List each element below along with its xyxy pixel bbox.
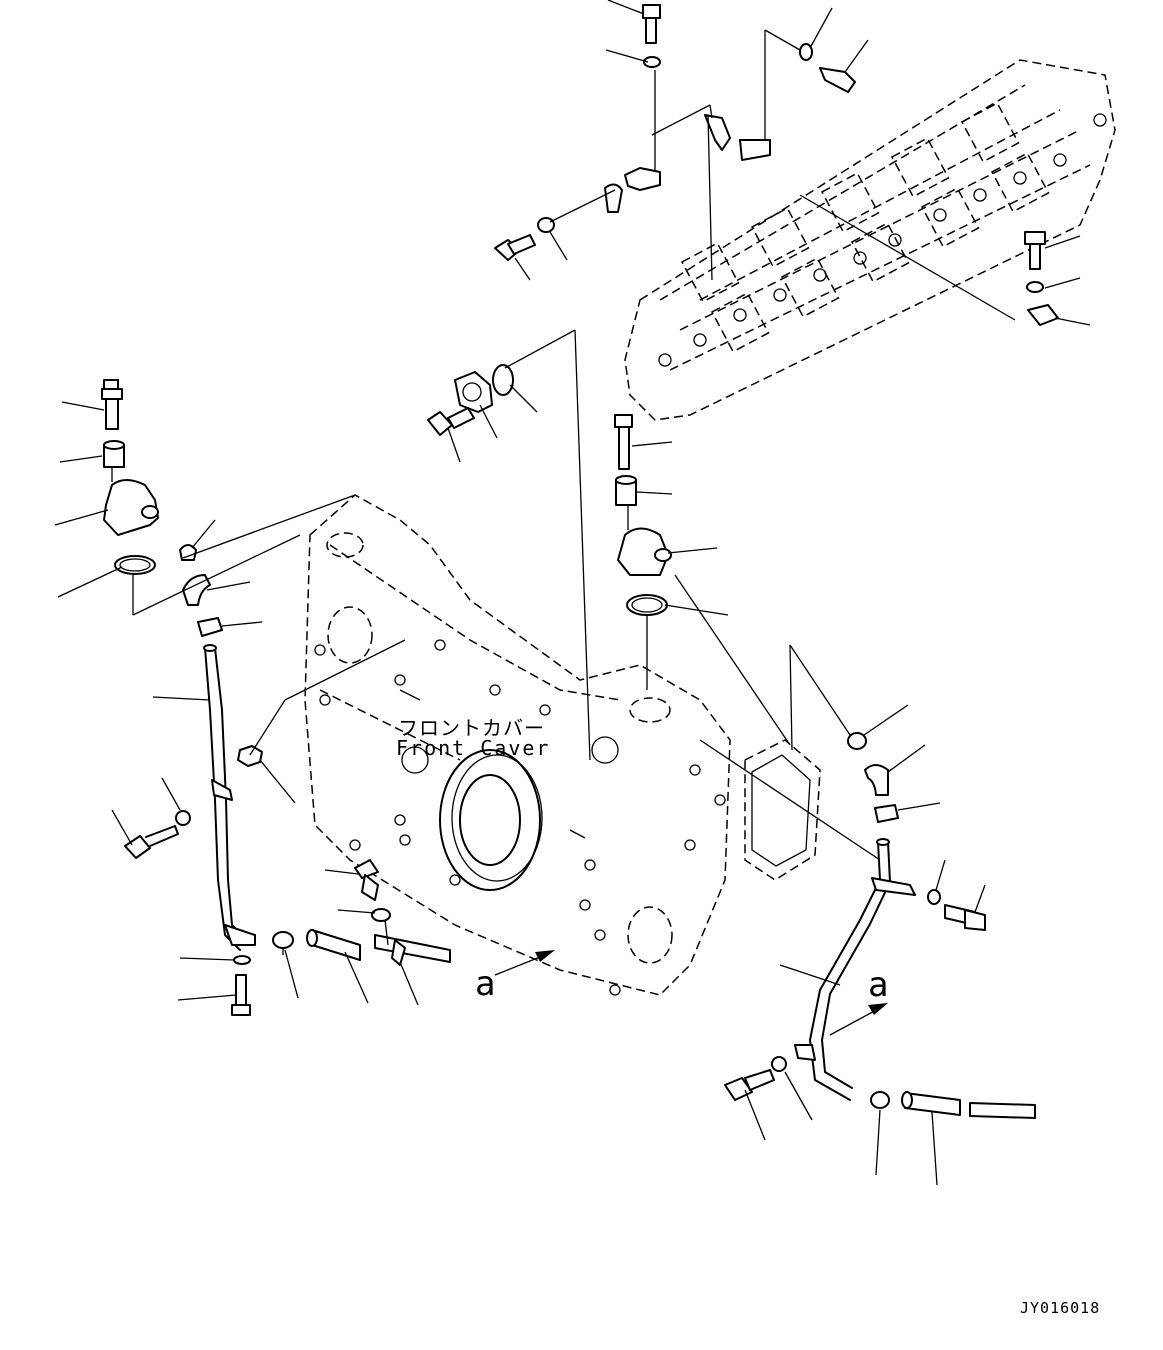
front-cover-label-jp: フロントカバー [398, 716, 545, 740]
view-arrow-right [829, 1003, 888, 1036]
front-cover [304, 494, 731, 996]
right-pipe-assembly [614, 414, 1036, 1119]
left-pipe-assembly [101, 379, 451, 1016]
leader-lines [54, 0, 1091, 1186]
cylinder-head [624, 59, 1116, 421]
top-flange-parts [427, 364, 514, 436]
top-bolt-parts [494, 4, 856, 261]
head-right-parts [1024, 231, 1059, 326]
view-arrow-left-label: a [475, 964, 496, 1004]
drawing-code: JY016018 [1020, 1299, 1101, 1317]
cover-plate [744, 739, 821, 881]
front-cover-label-en: Front Caver [396, 736, 551, 760]
view-arrow-right-label: a [868, 965, 889, 1005]
view-arrow-left [494, 950, 555, 976]
